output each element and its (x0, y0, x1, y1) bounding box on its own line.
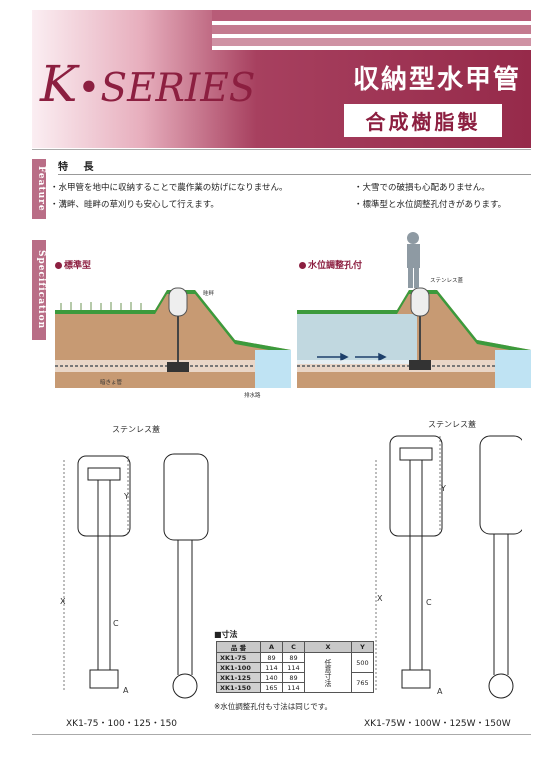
dimensions-table: 品 番 A C X Y XK1-75 89 89 任意寸法 500 XK1-10… (216, 641, 374, 693)
feature-tab: Feature (32, 159, 46, 219)
x-value-cell: 任意寸法 (304, 652, 352, 693)
header-gap (212, 21, 531, 25)
table-row: XK1-125 140 89 765 (216, 672, 374, 693)
series-logo: K•SERIES (40, 55, 256, 113)
header-gap (212, 46, 531, 50)
header-stripe (212, 25, 531, 34)
product-subtitle: 合成樹脂製 (365, 110, 481, 134)
table-header: A (260, 641, 283, 653)
standard-type-label: 標準型 (55, 258, 91, 271)
table-header: C (282, 641, 305, 653)
divider (32, 734, 531, 735)
divider (32, 149, 531, 150)
feature-item: ・溝畔、畦畔の草刈りも安心して行えます。 (50, 200, 219, 210)
dim-a-label: A (437, 687, 443, 696)
table-row: XK1-75 89 89 任意寸法 500 (216, 652, 374, 693)
dim-y-label: Y (441, 484, 446, 493)
table-row: XK1-100 114 114 (216, 662, 374, 673)
feature-item: ・標準型と水位調整孔付きがあります。 (354, 200, 507, 210)
header-stripe (212, 38, 531, 46)
caption-standard-models: XK1-75・100・125・150 (66, 719, 178, 729)
adjust-cross-section (297, 232, 531, 388)
dimensions-title: ■寸法 (214, 630, 238, 639)
adjust-drawing (375, 435, 522, 699)
bullet-icon (55, 262, 62, 269)
subtitle-box (344, 104, 502, 137)
table-header: X (304, 641, 352, 653)
table-row: XK1-150 165 114 (216, 682, 374, 693)
stainless-lid-callout: ステンレス蓋 (428, 420, 476, 429)
stainless-lid-label: ステンレス蓋 (430, 278, 464, 284)
dimensions-note: ※水位調整孔付も寸法は同じです。 (214, 702, 333, 711)
table-header: 品 番 (216, 641, 261, 653)
dim-a-label: A (123, 686, 129, 695)
feature-item: ・水甲管を地中に収納することで農作業の妨げになりません。 (50, 183, 288, 193)
dim-x-label: X (377, 594, 383, 603)
caption-adjust-models: XK1-75W・100W・125W・150W (364, 719, 511, 729)
standard-cross-section (55, 287, 291, 388)
shoulder-label: 畦畔 (203, 291, 215, 297)
dim-x-label: X (60, 597, 66, 606)
drain-label: 排水路 (244, 393, 261, 399)
header-gap (212, 34, 531, 38)
divider (58, 174, 531, 175)
stainless-lid-callout: ステンレス蓋 (112, 425, 160, 434)
dim-y-label: Y (124, 492, 129, 501)
bullet-icon (299, 262, 306, 269)
feature-item: ・大雪での破損も心配ありません。 (354, 183, 490, 193)
specification-tab: Specification (32, 240, 46, 340)
features-heading: 特 長 (58, 162, 100, 173)
header-stripe (212, 10, 531, 21)
dim-c-label: C (113, 619, 119, 628)
standard-drawing (63, 453, 209, 699)
pipe-label: 暗きょ管 (100, 380, 123, 386)
adjust-type-label: 水位調整孔付 (299, 258, 362, 271)
product-title: 収納型水甲管 (352, 65, 521, 95)
dim-c-label: C (426, 598, 432, 607)
table-header: Y (351, 641, 374, 653)
